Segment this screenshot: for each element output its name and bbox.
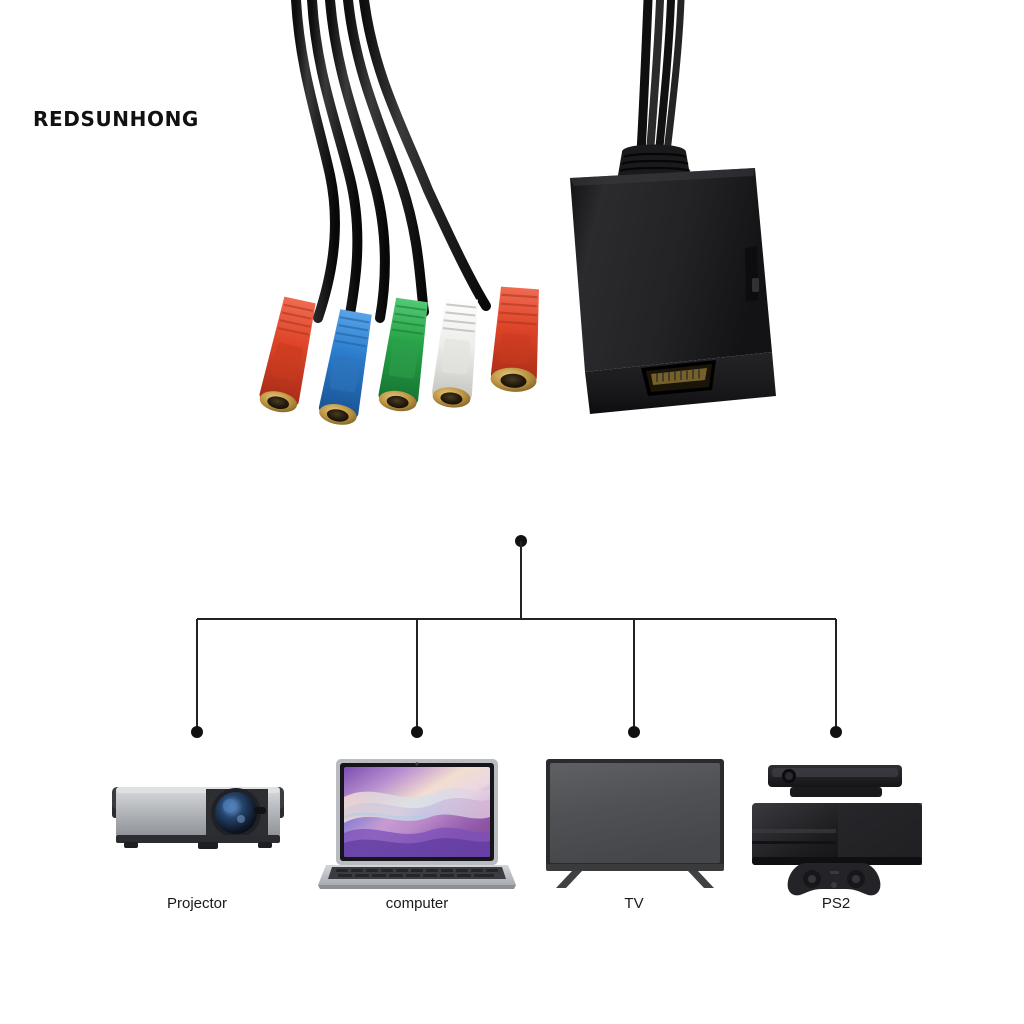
white-rca-connector — [432, 296, 478, 408]
red-audio-connector — [490, 286, 539, 392]
device-tv-art — [546, 759, 724, 888]
red-rca-connector — [259, 296, 316, 413]
device-label-projector: Projector — [166, 895, 228, 912]
adapter-cable-bundle — [636, 0, 685, 157]
device-label-tv: TV — [624, 895, 644, 912]
rca-cable-set — [291, 0, 491, 330]
green-rca-connector — [378, 297, 428, 412]
device-label-computer: computer — [385, 895, 449, 912]
diagram-branch-tv — [628, 619, 640, 738]
device-label-ps2: PS2 — [821, 895, 851, 912]
gamepad-icon — [787, 863, 881, 896]
hdmi-adapter-box — [570, 144, 776, 414]
device-projector-art — [112, 787, 284, 849]
device-computer-art — [318, 759, 516, 889]
device-row: Projector computer TV PS2 — [0, 745, 1024, 945]
brand-logo: REDSUNHONG — [33, 107, 199, 131]
device-ps2-art — [752, 765, 922, 896]
blue-rca-connector — [318, 309, 372, 425]
product-photo — [0, 0, 1024, 470]
diagram-branch-projector — [191, 619, 203, 738]
diagram-branch-computer — [411, 619, 423, 738]
diagram-branch-ps2 — [830, 619, 842, 738]
hdmi-female-port — [641, 360, 716, 396]
connection-diagram — [0, 500, 1024, 790]
strain-relief — [618, 144, 691, 181]
